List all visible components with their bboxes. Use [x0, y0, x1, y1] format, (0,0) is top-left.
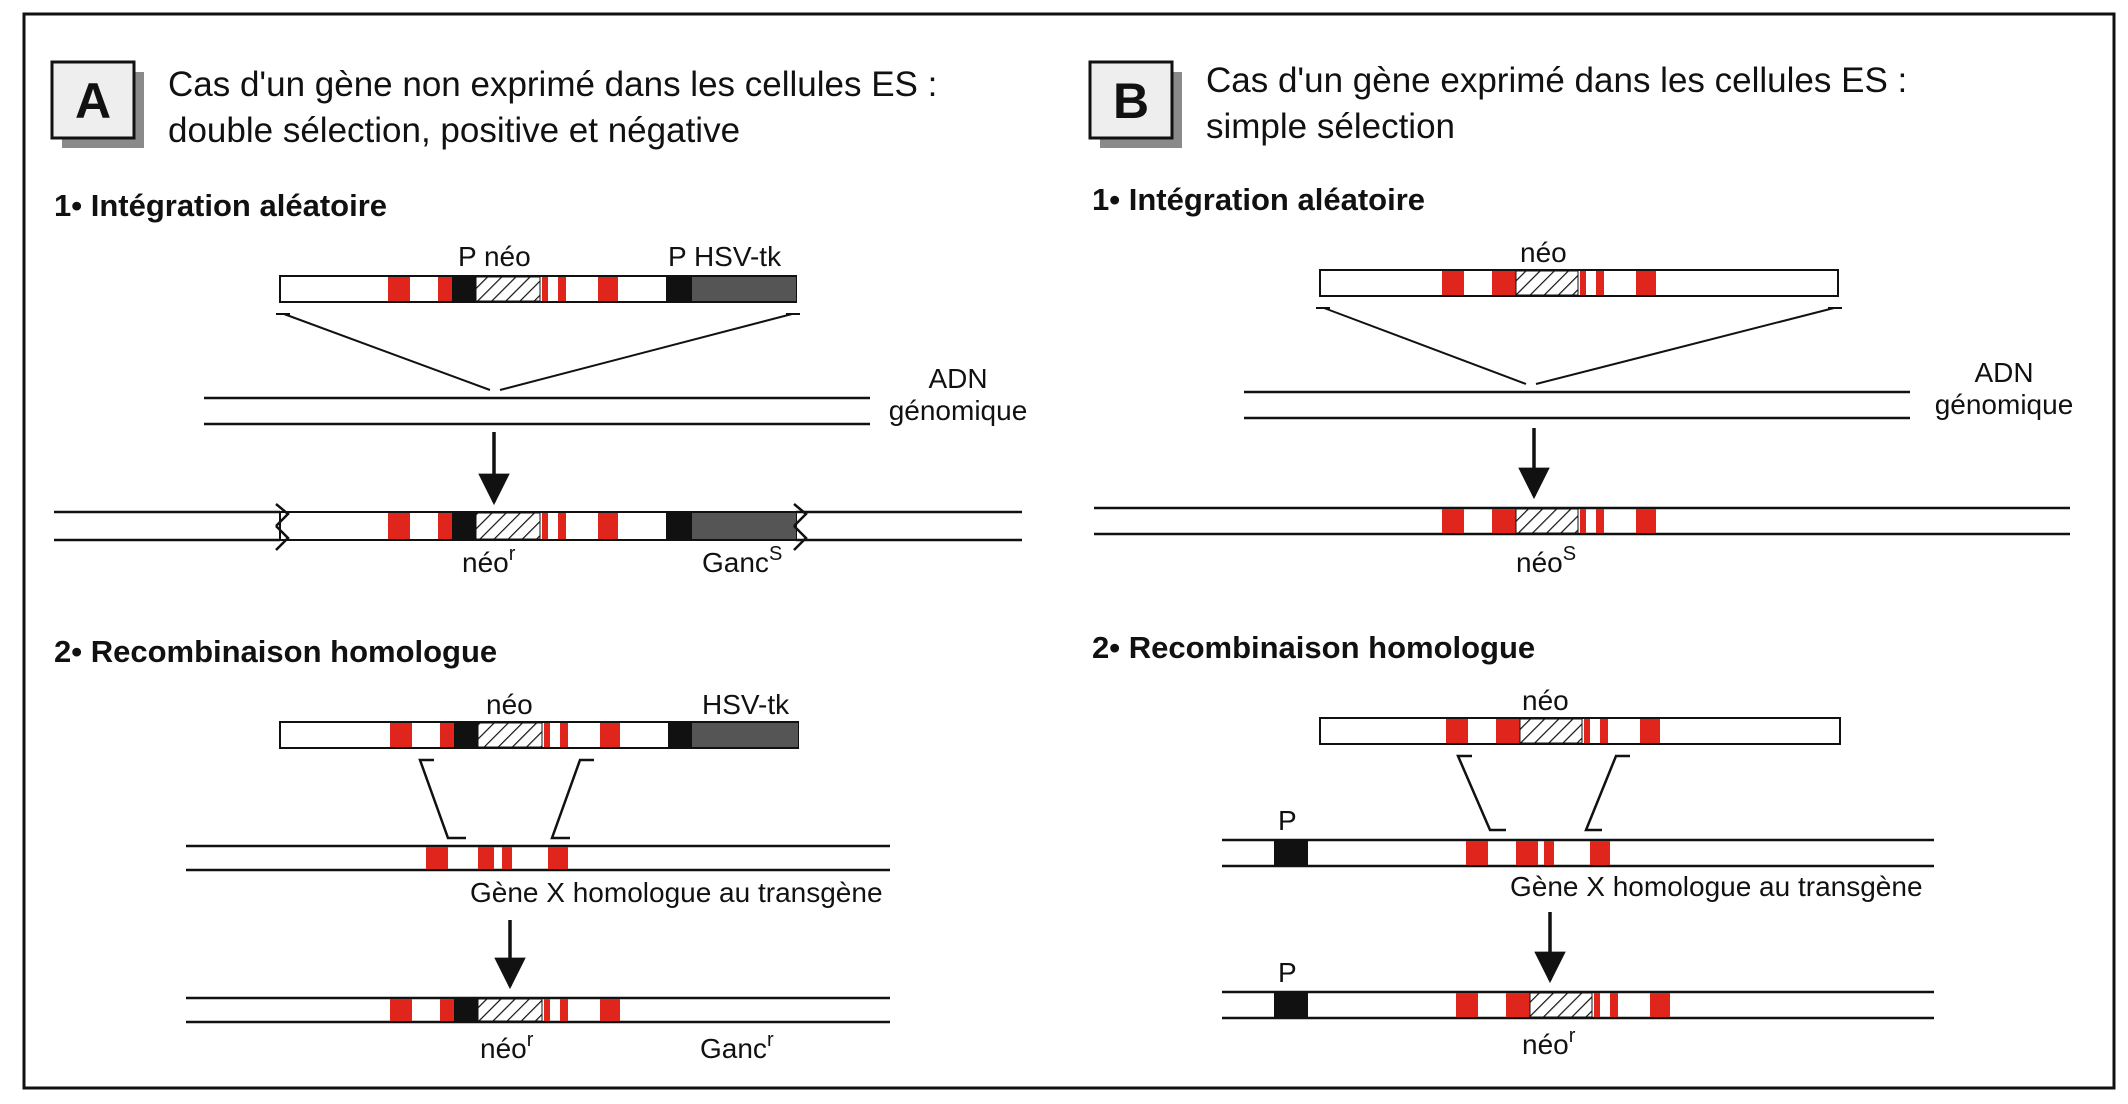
label-ganc-s: GancS [702, 543, 782, 578]
neo-cassette [475, 276, 541, 302]
label-adn-b: ADN [1974, 357, 2033, 388]
endogenous-gene-x-b [1222, 838, 1934, 868]
homologous-recombination-result-b [1222, 990, 1934, 1020]
exon-block [388, 277, 410, 301]
endogenous-gene-x-a [186, 844, 890, 872]
panel-a-step2: 2• Recombinaison homologue [54, 634, 497, 669]
label-neo-a2: néo [486, 689, 533, 720]
badge-a-letter: A [75, 73, 111, 129]
panel-b-title-line2: simple sélection [1206, 107, 1455, 146]
label-genomique-b: génomique [1935, 389, 2074, 420]
label-p-hsv-tk: P HSV-tk [668, 241, 782, 272]
panel-b-step1: 1• Intégration aléatoire [1092, 182, 1425, 217]
label-gene-x-a: Gène X homologue au transgène [470, 877, 883, 908]
label-neo-s: néoS [1516, 543, 1576, 578]
exon-block [438, 277, 452, 301]
label-gene-x-b: Gène X homologue au transgène [1510, 871, 1923, 902]
random-integration-result-a [54, 503, 1022, 551]
label-neo-r-a2: néor [480, 1029, 534, 1064]
promoter-block [666, 277, 692, 301]
badge-b: B [1088, 60, 1182, 148]
panel-a-step1: 1• Intégration aléatoire [54, 188, 387, 223]
label-adn-a: ADN [928, 363, 987, 394]
label-ganc-r: Gancr [700, 1029, 774, 1064]
figure-frame [22, 12, 2116, 1090]
targeting-vector-b1 [1319, 269, 1839, 297]
targeting-vector-a1 [279, 275, 797, 303]
random-integration-result-b [1094, 506, 2070, 536]
promoter-block [452, 277, 476, 301]
label-promoter-b2: P [1278, 957, 1297, 988]
label-genomique-a: génomique [889, 395, 1028, 426]
panel-b-title-line1: Cas d'un gène exprimé dans les cellules … [1206, 61, 1907, 100]
label-neo-b1: néo [1520, 237, 1567, 268]
hsv-tk-block [692, 277, 796, 301]
panel-a-title-line1: Cas d'un gène non exprimé dans les cellu… [168, 65, 937, 104]
label-neo-b2: néo [1522, 685, 1569, 716]
exon-block [542, 277, 548, 301]
homologous-recombination-result-a [186, 996, 890, 1024]
targeting-vector-a2 [279, 721, 799, 749]
label-p-neo: P néo [458, 241, 531, 272]
label-promoter-b1: P [1278, 805, 1297, 836]
targeting-vector-b2 [1319, 717, 1841, 745]
exon-block [598, 277, 618, 301]
label-neo-r-a1: néor [462, 543, 516, 578]
badge-a: A [50, 60, 144, 148]
label-hsv-tk-a2: HSV-tk [702, 689, 790, 720]
badge-b-letter: B [1113, 73, 1149, 129]
exon-block [558, 277, 566, 301]
panel-b: B Cas d'un gène exprimé dans les cellule… [1088, 60, 2074, 1060]
panel-a: A Cas d'un gène non exprimé dans les cel… [50, 60, 1028, 1064]
label-neo-r-b: néor [1522, 1025, 1576, 1060]
panel-a-title-line2: double sélection, positive et négative [168, 111, 740, 150]
panel-b-step2: 2• Recombinaison homologue [1092, 630, 1535, 665]
